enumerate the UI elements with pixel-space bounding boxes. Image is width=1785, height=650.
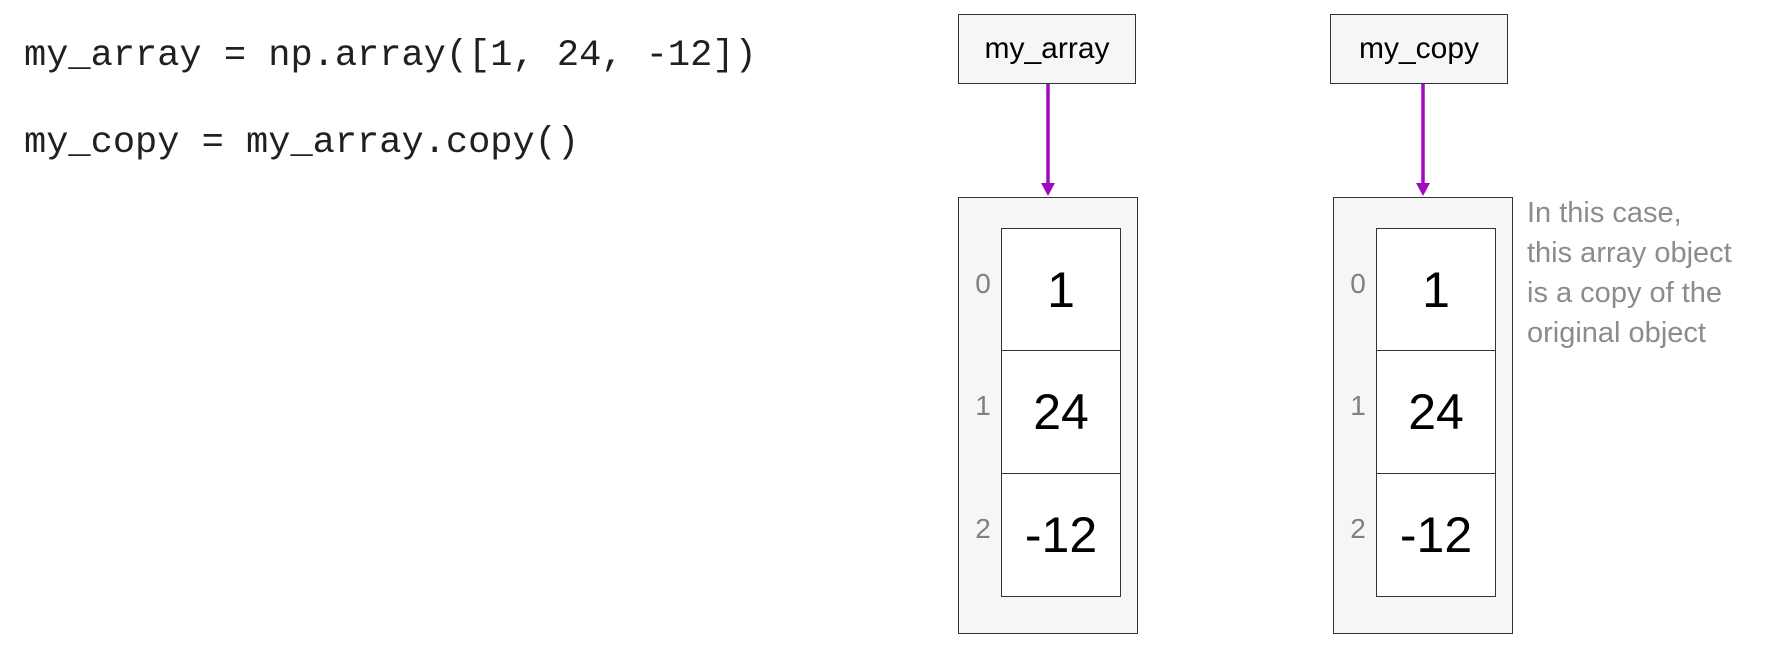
array-cell-0: 1: [1376, 228, 1496, 351]
variable-label-my-copy: my_copy: [1330, 14, 1508, 84]
note-line: original object: [1527, 317, 1706, 349]
array-object-copy: 0 1 2 1 24 -12: [1333, 197, 1513, 634]
array-cell-2: -12: [1001, 474, 1121, 597]
code-line-array-assignment: my_array = np.array([1, 24, -12]): [24, 35, 757, 77]
index-label-0: 0: [1350, 268, 1366, 299]
index-label-0: 0: [975, 268, 991, 299]
copy-explanation-note: In this case, this array object is a cop…: [1527, 193, 1785, 353]
index-label-2: 2: [975, 513, 991, 544]
arrow-my-array-to-object: [1041, 84, 1055, 196]
code-line-copy-assignment: my_copy = my_array.copy(): [24, 122, 580, 164]
arrow-my-copy-to-object: [1416, 84, 1430, 196]
array-object-original: 0 1 2 1 24 -12: [958, 197, 1138, 634]
array-cell-2: -12: [1376, 474, 1496, 597]
note-line: this array object: [1527, 237, 1732, 269]
array-cell-1: 24: [1001, 351, 1121, 474]
index-label-1: 1: [975, 390, 991, 421]
index-label-1: 1: [1350, 390, 1366, 421]
array-cell-1: 24: [1376, 351, 1496, 474]
variable-label-my-array: my_array: [958, 14, 1136, 84]
note-line: is a copy of the: [1527, 277, 1723, 309]
note-line: In this case,: [1527, 197, 1682, 229]
index-label-2: 2: [1350, 513, 1366, 544]
array-cell-0: 1: [1001, 228, 1121, 351]
